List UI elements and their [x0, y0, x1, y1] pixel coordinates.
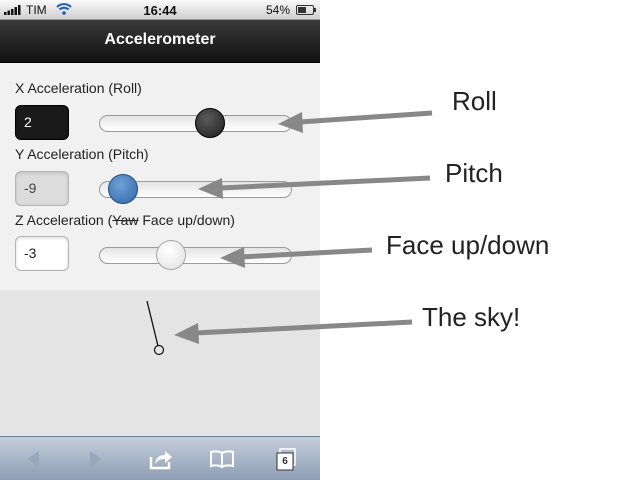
annotation-roll: Roll	[452, 86, 497, 116]
y-slider-thumb[interactable]	[108, 174, 139, 204]
x-acceleration-field[interactable]: 2	[15, 105, 69, 140]
annotation-sky: The sky!	[422, 302, 521, 332]
browser-toolbar: 6	[0, 436, 320, 480]
bookmarks-icon[interactable]	[209, 447, 235, 471]
battery-percent: 54%	[266, 3, 291, 17]
clock: 16:44	[143, 3, 177, 18]
x-slider-thumb[interactable]	[194, 108, 225, 138]
sky-indicator-area	[0, 290, 320, 436]
z-label-struck: Yaw	[112, 212, 139, 228]
annotation-face: Face up/down	[386, 230, 550, 260]
accelerometer-form: X Acceleration (Roll) 2 Y Acceleration (…	[0, 63, 320, 290]
forward-icon[interactable]	[83, 447, 109, 471]
x-acceleration-slider[interactable]	[99, 108, 292, 138]
status-bar: TIM 16:44 54%	[0, 0, 320, 20]
z-slider-thumb[interactable]	[156, 240, 187, 270]
annotation-pitch: Pitch	[445, 158, 503, 188]
carrier-name: TIM	[26, 3, 47, 17]
z-acceleration-label: Z Acceleration (Yaw Face up/down)	[15, 212, 235, 228]
phone-screen: TIM 16:44 54% Accelerometer X Accelerati…	[0, 0, 320, 480]
y-acceleration-label: Y Acceleration (Pitch)	[15, 146, 149, 162]
share-icon[interactable]	[148, 447, 174, 471]
sky-indicator	[146, 300, 165, 356]
tabs-count: 6	[282, 456, 288, 467]
z-acceleration-field[interactable]: -3	[15, 236, 69, 271]
z-label-prefix: Z Acceleration (	[15, 212, 113, 228]
y-acceleration-field[interactable]: -9	[15, 171, 69, 206]
battery-icon	[296, 5, 316, 15]
tabs-icon[interactable]: 6	[273, 447, 299, 471]
z-label-suffix: Face up/down)	[138, 212, 235, 228]
x-acceleration-label: X Acceleration (Roll)	[15, 80, 142, 96]
page-title: Accelerometer	[0, 20, 320, 63]
signal-icon	[4, 5, 21, 15]
y-acceleration-slider[interactable]	[99, 174, 292, 204]
back-icon[interactable]	[20, 447, 46, 471]
z-acceleration-slider[interactable]	[99, 240, 292, 270]
wifi-icon	[56, 3, 72, 15]
